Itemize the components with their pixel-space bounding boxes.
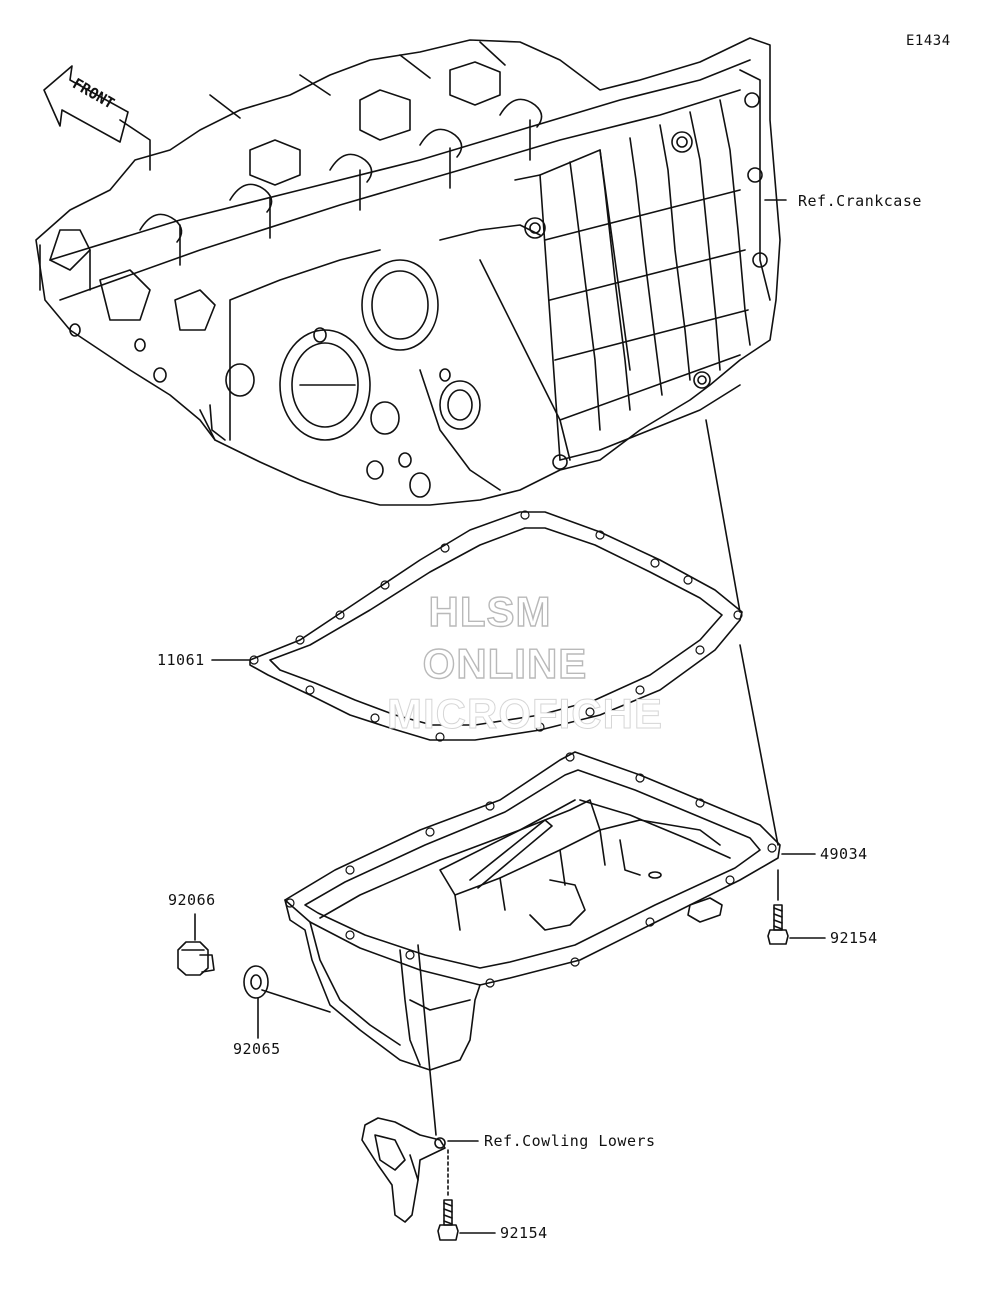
ref-cowling-lowers-label[interactable]: Ref.Cowling Lowers	[484, 1132, 656, 1150]
watermark-line-3: MICROFICHE	[387, 690, 663, 738]
ref-crankcase-label[interactable]: Ref.Crankcase	[798, 192, 922, 210]
part-92066-label[interactable]: 92066	[168, 891, 216, 909]
washer-drawing	[243, 965, 269, 999]
part-11061-label[interactable]: 11061	[157, 651, 205, 669]
part-49034-label[interactable]: 49034	[820, 845, 868, 863]
pan-bolt-drawing	[767, 869, 789, 945]
bracket-bolt-drawing	[437, 1149, 459, 1241]
oil-pan-gasket-drawing	[249, 510, 743, 742]
part-92065-label[interactable]: 92065	[233, 1040, 281, 1058]
oil-pan-drawing	[284, 751, 781, 1071]
watermark-line-1: HLSM	[428, 587, 552, 635]
crankcase-drawing	[35, 37, 781, 506]
watermark-line-2: ONLINE	[422, 639, 588, 687]
front-label: FRONT	[69, 74, 117, 112]
part-92154-bracket-label[interactable]: 92154	[500, 1224, 548, 1242]
front-arrow-icon: FRONT	[43, 65, 129, 143]
diagram-code: E1434	[906, 33, 951, 49]
cowling-bracket-drawing	[361, 1117, 446, 1223]
drain-plug-drawing	[177, 941, 215, 976]
part-92154-pan-label[interactable]: 92154	[830, 929, 878, 947]
